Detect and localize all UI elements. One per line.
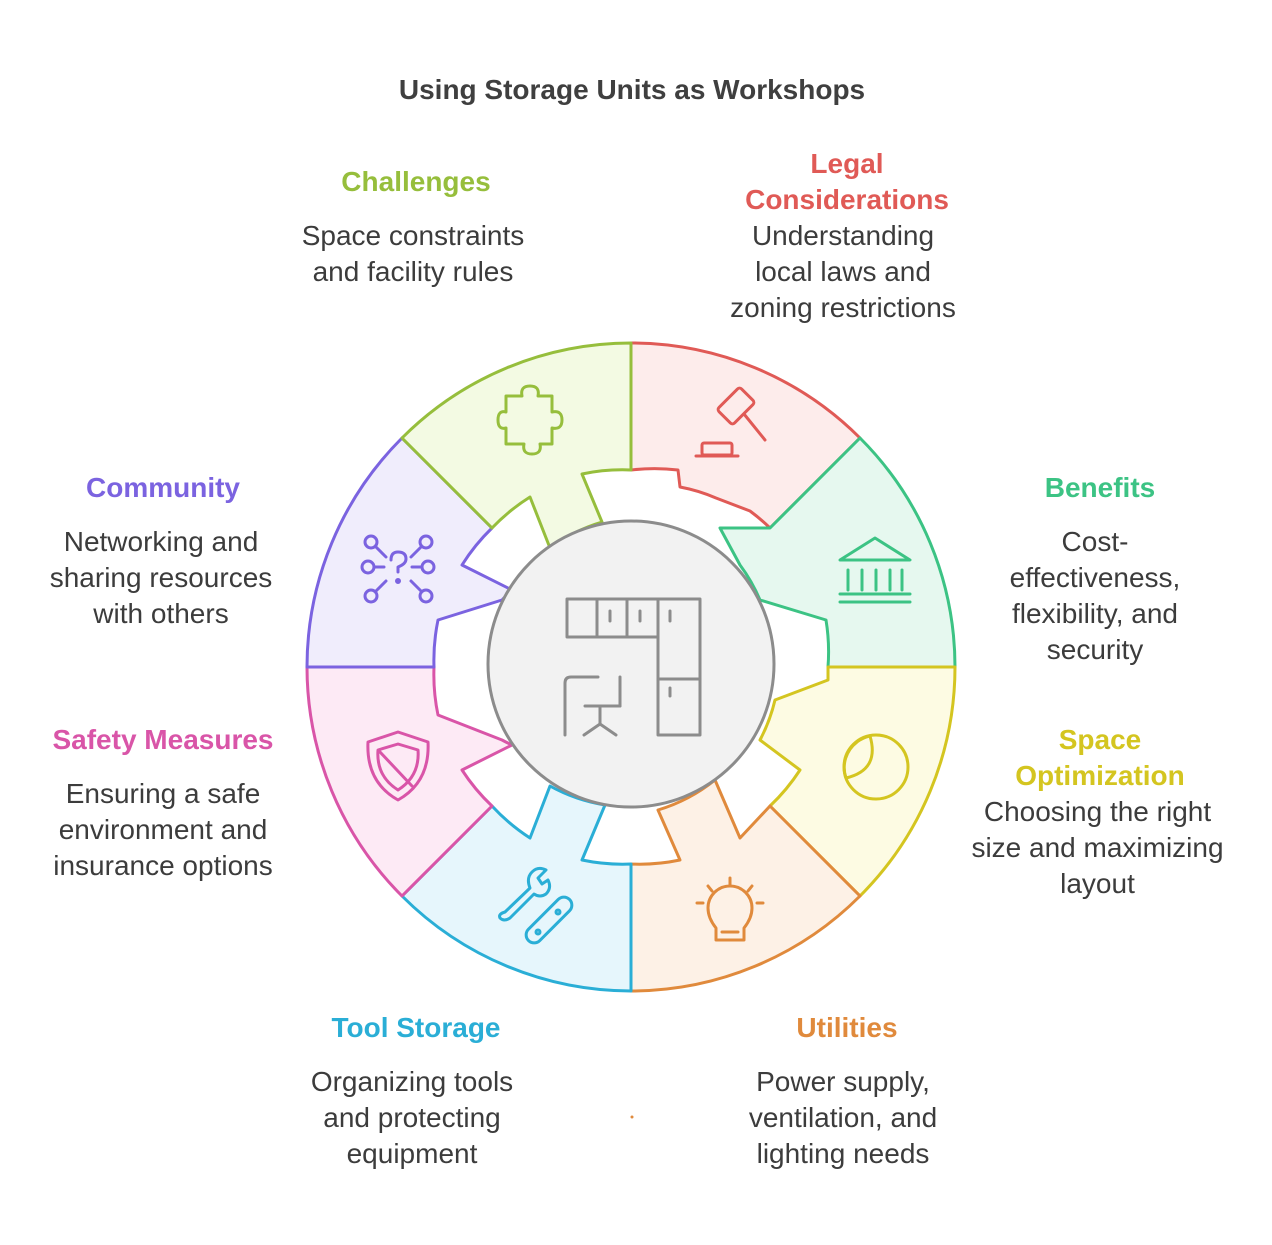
bank-icon (838, 536, 912, 604)
label-tool-storage: Tool Storage (331, 1012, 501, 1043)
network-icon (360, 534, 436, 604)
pie-chart-icon (842, 733, 910, 801)
puzzle-icon (496, 384, 564, 456)
desc-safety-measures: Ensuring a safe environment and insuranc… (53, 778, 273, 881)
label-benefits: Benefits (1044, 472, 1156, 503)
segment-tool-storage (400, 784, 633, 993)
label-legal: Legal Considerations (745, 148, 949, 215)
label-utilities: Utilities (796, 1012, 898, 1043)
center-circle (486, 519, 776, 809)
diagram-title: Using Storage Units as Workshops (398, 74, 866, 105)
label-challenges: Challenges (341, 166, 491, 197)
desc-benefits: Cost-effectiveness, flexibility, and sec… (1009, 526, 1181, 665)
shield-icon (366, 730, 430, 802)
label-safety-measures: Safety Measures (52, 724, 274, 755)
label-community: Community (86, 472, 240, 503)
wrench-icon (498, 866, 574, 945)
desc-utilities: Power supply, ventilation, and lighting … (748, 1066, 938, 1169)
floor-plan-icon (563, 597, 702, 737)
desc-space-optimization: Choosing the right size and maximizing l… (971, 796, 1224, 899)
label-space-optimization: Space Optimization (1015, 724, 1185, 791)
segment-community (305, 436, 514, 669)
desc-tool-storage: Organizing tools and protecting equipmen… (310, 1066, 514, 1169)
desc-challenges: Space constraints and facility rules (301, 220, 525, 287)
gavel-icon (694, 386, 767, 458)
desc-legal: Understanding local laws and zoning rest… (730, 220, 956, 323)
stray-dot (630, 1115, 634, 1119)
desc-community: Networking and sharing resources with ot… (49, 526, 273, 629)
lightbulb-icon (695, 876, 765, 942)
